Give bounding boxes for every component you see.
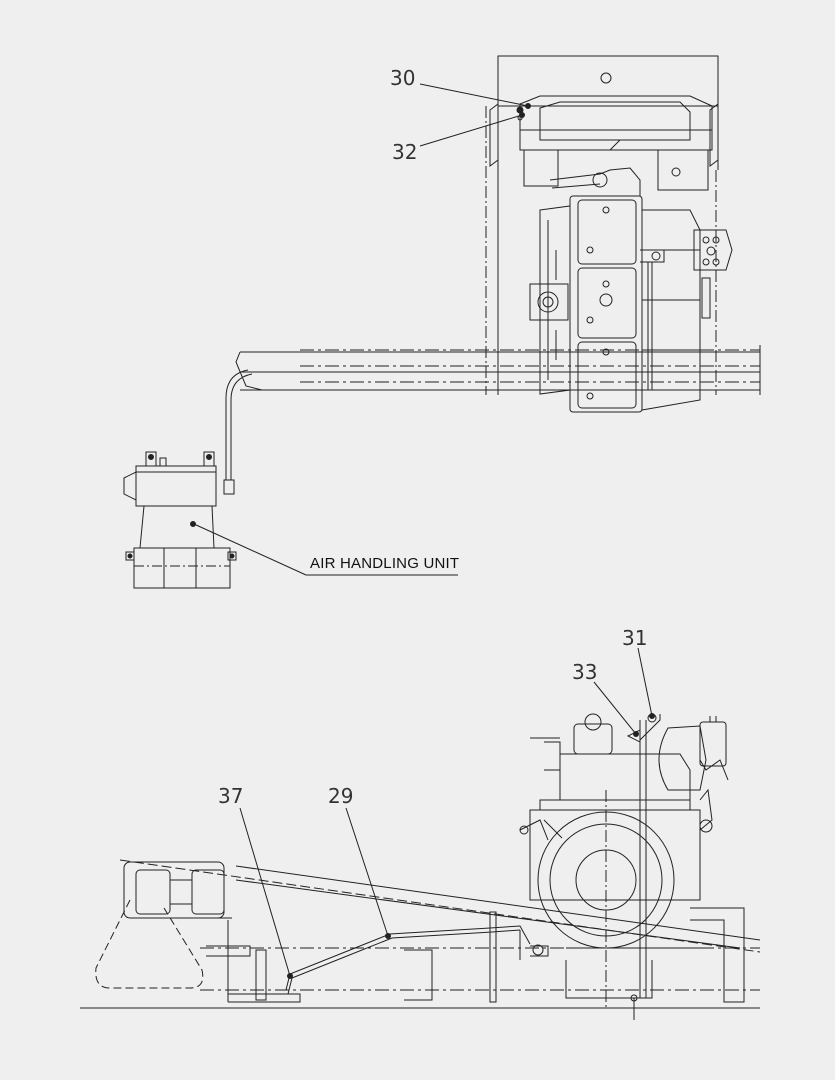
callout-30: 30 [390, 66, 416, 90]
leader-31 [637, 647, 653, 717]
air-handling-unit-label: AIR HANDLING UNIT [310, 555, 460, 572]
leader-air-handling-unit [193, 523, 307, 576]
air-tube-29 [285, 925, 531, 995]
callout-33: 33 [572, 660, 598, 684]
top-view [123, 55, 761, 589]
air-handling-unit [123, 451, 237, 589]
leader-32 [419, 114, 523, 147]
leader-29 [345, 807, 389, 937]
side-view [80, 647, 761, 1020]
frame-bracket [206, 911, 497, 1003]
leader-33 [593, 681, 637, 735]
leader-37 [239, 807, 291, 977]
engine-top-view [485, 55, 733, 413]
callout-29: 29 [328, 784, 354, 808]
engine-side-view [519, 713, 745, 1020]
air-tube [223, 369, 253, 495]
callout-31: 31 [622, 626, 648, 650]
callout-32: 32 [392, 140, 418, 164]
air-handling-unit-side [95, 861, 232, 989]
callout-37: 37 [218, 784, 244, 808]
leader-30 [419, 83, 529, 107]
